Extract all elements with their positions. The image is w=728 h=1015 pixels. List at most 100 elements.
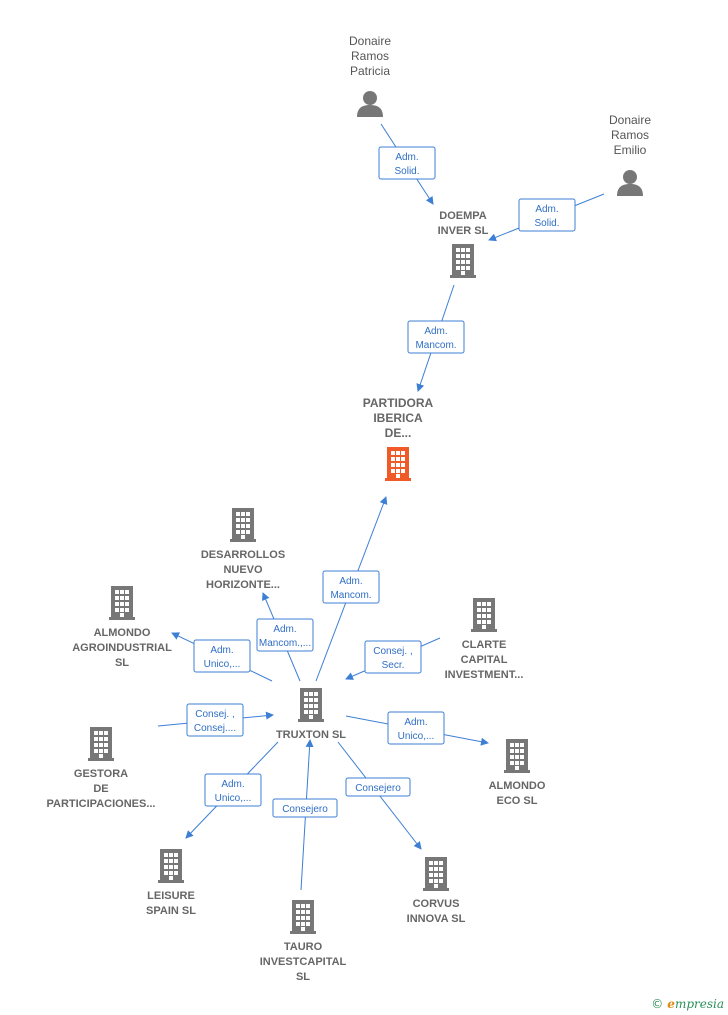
node-name-line: CLARTE (462, 639, 507, 651)
edge-label-text: Consej. , (373, 646, 412, 657)
node-partidora[interactable]: PARTIDORAIBERICADE... (363, 396, 434, 481)
edge-label-text: Adm. (404, 717, 427, 728)
building-icon (298, 688, 324, 722)
node-desarrollos[interactable]: DESARROLLOS NUEVO HORIZONTE... (201, 508, 285, 591)
building-icon (504, 739, 530, 773)
node-name-line: PARTIDORA (363, 396, 434, 410)
edge-label-text: Unico,... (398, 731, 435, 742)
node-name-line: PARTICIPACIONES... (47, 798, 156, 810)
edge-label-box[interactable] (378, 146, 436, 180)
empresia-logo: ©empresia (651, 997, 724, 1011)
node-name-line: ECO SL (497, 795, 538, 807)
edge-label-box[interactable] (407, 320, 465, 354)
edge-label-text: Adm. (535, 204, 558, 215)
edge-label-text: Unico,... (204, 659, 241, 670)
edge-label-text: Consej.... (194, 723, 236, 734)
node-name-line: HORIZONTE... (206, 579, 280, 591)
node-gestora[interactable]: GESTORA DE PARTICIPACIONES... (47, 727, 156, 810)
node-clarte[interactable]: CLARTECAPITALINVESTMENT... (445, 598, 524, 681)
edge-clarte-to-truxton: Consej. , Secr. (345, 637, 441, 680)
node-name-line: GESTORA (74, 768, 128, 780)
node-name-line: INNOVA SL (407, 913, 466, 925)
node-name-line: DE (93, 783, 108, 795)
edge-label-text: Adm. (210, 645, 233, 656)
node-corvus[interactable]: CORVUS INNOVA SL (407, 857, 466, 925)
building-icon (471, 598, 497, 632)
edge-doempa-to-partidora: Adm. Mancom. (407, 284, 465, 392)
edge-label-box[interactable] (387, 711, 445, 745)
building-icon (423, 857, 449, 891)
node-almondo_eco[interactable]: ALMONDO ECO SL (489, 739, 546, 807)
edge-truxton-to-almondo_eco: Adm. Unico,... (345, 711, 489, 746)
building-icon (450, 244, 476, 278)
node-name-line: SL (296, 971, 310, 983)
node-name-line: CAPITAL (461, 654, 508, 666)
node-name-line: SL (115, 657, 129, 669)
node-name-line: ALMONDO (489, 780, 546, 792)
edge-label-text: Adm. (395, 152, 418, 163)
edge-label-text: Solid. (394, 166, 419, 177)
node-leisure[interactable]: LEISURE SPAIN SL (146, 849, 196, 917)
edge-label-text: Adm. (339, 576, 362, 587)
node-name-line: DE... (385, 426, 412, 440)
edge-truxton-to-leisure: Adm. Unico,... (185, 741, 279, 839)
edge-truxton-to-corvus: Consejero (337, 741, 422, 850)
edge-label-text: Consejero (282, 804, 328, 815)
edge-label-box[interactable] (345, 777, 411, 797)
edge-label-text: Adm. (221, 779, 244, 790)
edge-label-box[interactable] (272, 798, 338, 818)
node-name-line: LEISURE (147, 890, 195, 902)
edge-label-box[interactable] (256, 618, 314, 652)
brand-name: mpresia (674, 997, 724, 1011)
edge-tauro-to-truxton: Consejero (272, 739, 338, 891)
edge-label-text: Solid. (534, 218, 559, 229)
node-name-line: CORVUS (413, 898, 460, 910)
node-name-line: TAURO (284, 941, 323, 953)
edge-label-text: Adm. (424, 326, 447, 337)
node-truxton[interactable]: TRUXTON SL (276, 688, 346, 741)
edge-label-box[interactable] (204, 773, 262, 807)
edge-label-box[interactable] (518, 198, 576, 232)
node-name-line: Donaire (609, 113, 651, 127)
node-name-line: INVESTCAPITAL (260, 956, 347, 968)
building-icon (230, 508, 256, 542)
node-name-line: Ramos (351, 49, 389, 63)
node-name-line: DOEMPA (439, 210, 487, 222)
node-name-line: INVER SL (438, 225, 489, 237)
node-name-line: SPAIN SL (146, 905, 196, 917)
person-icon (357, 91, 383, 117)
brand-initial: e (667, 997, 675, 1011)
node-name-line: TRUXTON SL (276, 729, 346, 741)
edge-truxton-to-partidora: Adm.Mancom. (315, 496, 388, 682)
building-icon (385, 447, 411, 481)
edge-label-box[interactable] (186, 703, 244, 737)
building-icon (158, 849, 184, 883)
building-icon (290, 900, 316, 934)
node-name-line: ALMONDO (94, 627, 151, 639)
edge-label-box[interactable] (364, 640, 422, 674)
copyright-symbol: © (651, 997, 664, 1011)
node-doempa[interactable]: DOEMPA INVER SL (438, 210, 489, 278)
edge-label-box[interactable] (322, 570, 380, 604)
edge-truxton-to-desarrollos: Adm.Mancom.,... (256, 592, 314, 682)
node-name-line: DESARROLLOS (201, 549, 285, 561)
edge-label-text: Mancom.,... (259, 638, 311, 649)
node-tauro[interactable]: TAURO INVESTCAPITAL SL (260, 900, 347, 983)
edge-donaire_emilio-to-doempa: Adm. Solid. (488, 193, 605, 242)
edge-label-box[interactable] (193, 639, 251, 673)
building-icon (88, 727, 114, 761)
edge-label-text: Consej. , (195, 709, 234, 720)
edge-label-text: Mancom. (415, 340, 456, 351)
node-name-line: Patricia (350, 64, 390, 78)
building-icon (109, 586, 135, 620)
edge-truxton-to-almondo_agro: Adm. Unico,... (171, 632, 273, 682)
edge-label-text: Unico,... (215, 793, 252, 804)
node-name-line: Emilio (614, 143, 647, 157)
edge-label-text: Secr. (382, 660, 405, 671)
person-icon (617, 170, 643, 196)
node-name-line: NUEVO (223, 564, 263, 576)
